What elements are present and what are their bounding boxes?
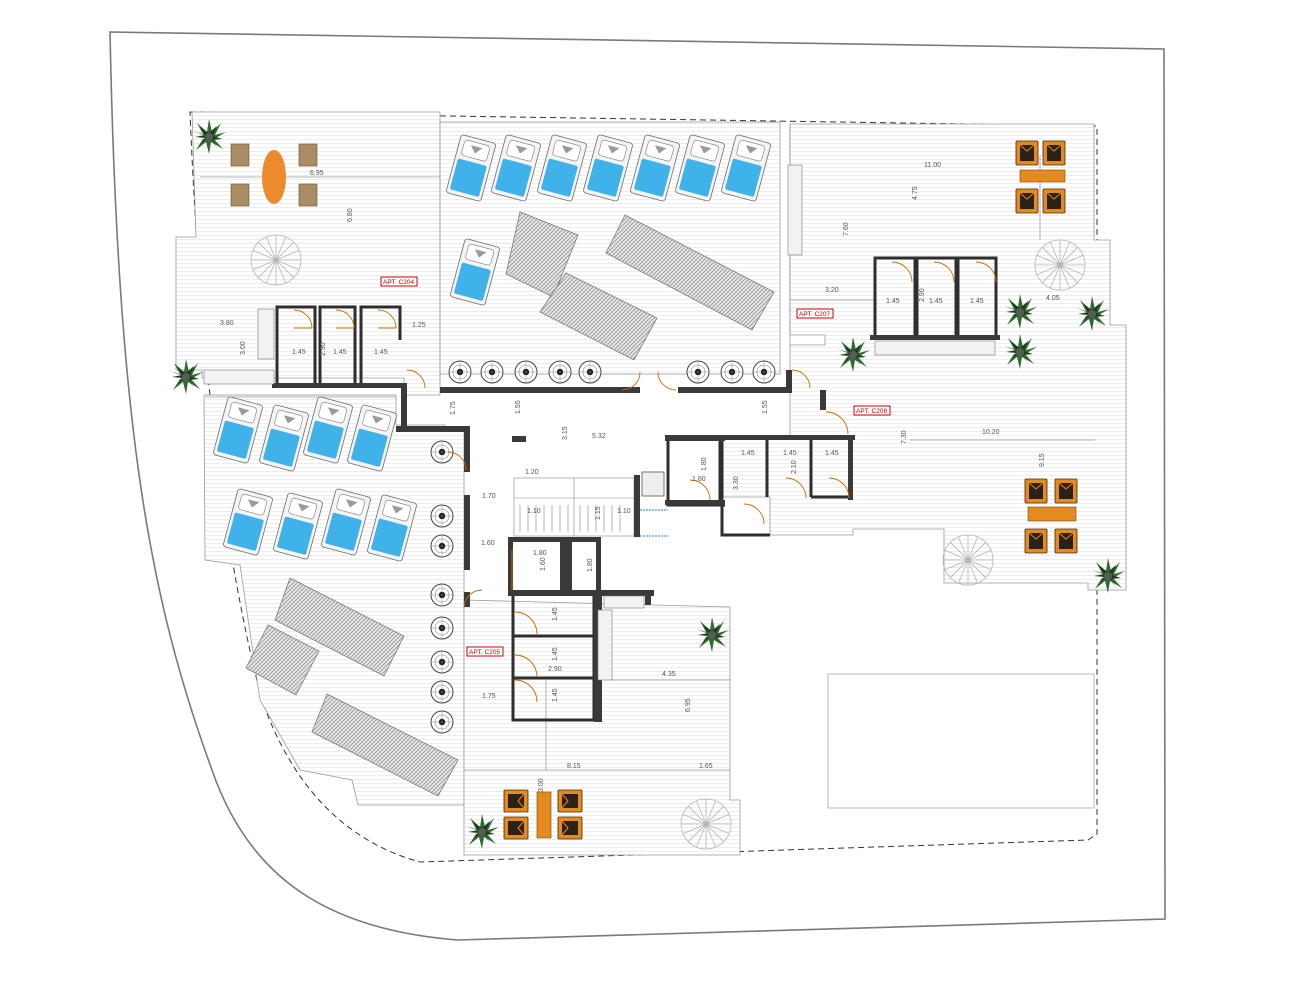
dim-label: 1.45: [333, 349, 347, 356]
apt-label-c204: APT. C204: [383, 279, 414, 286]
dim-label: 7.30: [901, 430, 908, 444]
dim-label: 6.95: [685, 698, 692, 712]
dim-label: 2.90: [919, 288, 926, 302]
dim-label: 1.20: [525, 469, 539, 476]
dim-label: 5.32: [592, 433, 606, 440]
dim-label: 1.10: [527, 508, 541, 515]
dim-label: 2.10: [791, 460, 798, 474]
dim-label: 1.60: [540, 557, 547, 571]
pool: [827, 673, 1095, 809]
dim-label: 1.45: [929, 298, 943, 305]
dim-label: 10.20: [982, 429, 1000, 436]
dim-label: 1.45: [374, 349, 388, 356]
area-dividers: [200, 122, 1095, 771]
dim-label: 1.10: [617, 508, 631, 515]
dim-label: 2.90: [320, 342, 327, 356]
dim-label: 2.90: [548, 666, 562, 673]
dim-label: 1.55: [762, 400, 769, 414]
apt-label-c208: APT. C208: [856, 408, 887, 415]
solar-panels: [245, 211, 775, 797]
dim-label: 6.80: [347, 208, 354, 222]
dim-label: 1.80: [692, 476, 706, 483]
dim-label: 1.45: [783, 450, 797, 457]
dim-label: 1.70: [482, 493, 496, 500]
dim-label: 3.20: [825, 287, 839, 294]
dim-label: 1.60: [481, 540, 495, 547]
dim-label: 1.45: [741, 450, 755, 457]
dim-label: 1.45: [886, 298, 900, 305]
dim-label: 6.95: [310, 170, 324, 177]
dim-label: 1.45: [825, 450, 839, 457]
walls: [203, 164, 1000, 722]
dim-label: 3.00: [538, 778, 545, 792]
dim-label: 1.55: [515, 400, 522, 414]
dim-label: 1.65: [699, 763, 713, 770]
dim-label: 1.25: [412, 322, 426, 329]
apt-label-c205: APT. C205: [469, 649, 500, 656]
dim-label: 1.15: [595, 506, 602, 520]
dim-label: 1.75: [450, 401, 457, 415]
dim-label: 4.05: [1046, 295, 1060, 302]
dim-label: 4.75: [912, 186, 919, 200]
dim-label: 11.00: [924, 162, 941, 169]
dim-label: 1.80: [701, 457, 708, 471]
dining-sets: [230, 140, 1078, 840]
dim-label: 1.45: [552, 607, 559, 621]
dim-label: 1.45: [292, 349, 306, 356]
dim-label: 1.75: [482, 693, 496, 700]
dim-label: 4.35: [662, 671, 676, 678]
dim-label: 1.80: [533, 550, 547, 557]
apt-label-c207: APT. C207: [799, 311, 830, 318]
dim-label: 3.80: [220, 320, 234, 327]
site-boundary: [109, 31, 1166, 941]
dim-label: 3.15: [562, 426, 569, 440]
dimension-labels: 6.95 6.80 3.80 3.00 1.25 1.45 2.90 1.45 …: [220, 162, 1060, 792]
dim-label: 1.45: [970, 298, 984, 305]
dim-label: 1.80: [587, 558, 594, 572]
dim-label: 7.60: [843, 222, 850, 236]
dim-label: 8.15: [567, 763, 581, 770]
dim-label: 1.45: [552, 647, 559, 661]
dim-label: 3.30: [733, 476, 740, 490]
doors: [293, 261, 997, 703]
dim-label: 9.15: [1039, 453, 1046, 467]
dim-label: 3.00: [240, 341, 247, 355]
dim-label: 1.45: [552, 688, 559, 702]
apartment-labels: APT. C204 APT. C207 APT. C208 APT. C205: [380, 276, 891, 657]
